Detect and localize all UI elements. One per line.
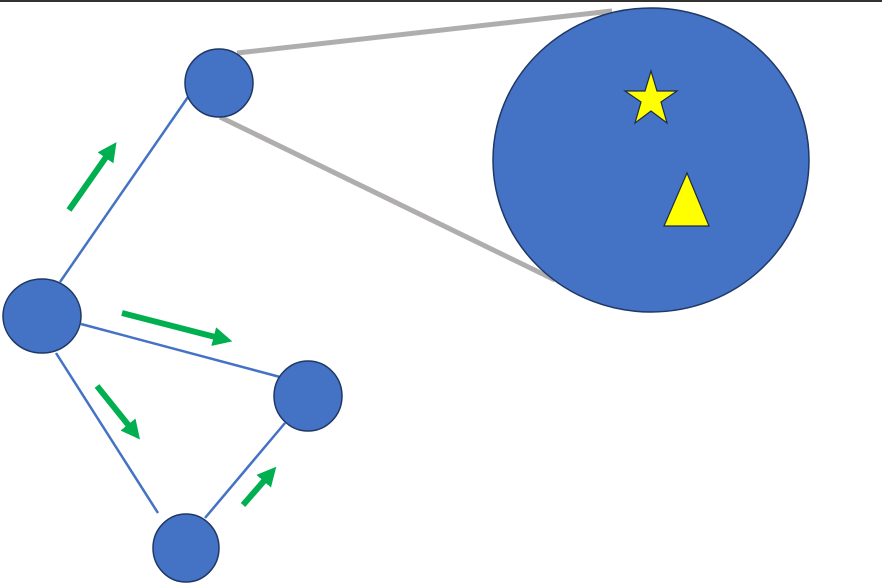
- bottom-node: [152, 513, 220, 583]
- arrow-to-bottom-icon: [94, 384, 141, 440]
- star-icon: [623, 68, 679, 125]
- left-node: [2, 278, 82, 354]
- right-node: [273, 360, 343, 432]
- top-border: [0, 0, 882, 2]
- zoom-connector-top: [236, 8, 613, 56]
- top-node: [184, 48, 254, 118]
- edge-left-top: [58, 96, 190, 283]
- arrow-to-right-icon: [121, 310, 233, 346]
- edge-bottom-right: [204, 422, 286, 519]
- arrow-bottom-to-right-icon: [240, 466, 277, 507]
- triangle-icon: [663, 171, 710, 227]
- zoom-connector-bottom: [218, 114, 557, 283]
- edge-left-right: [80, 322, 281, 379]
- edge-left-bottom: [54, 352, 160, 514]
- magnified-node: [492, 7, 810, 313]
- arrow-up-to-top-icon: [66, 142, 117, 212]
